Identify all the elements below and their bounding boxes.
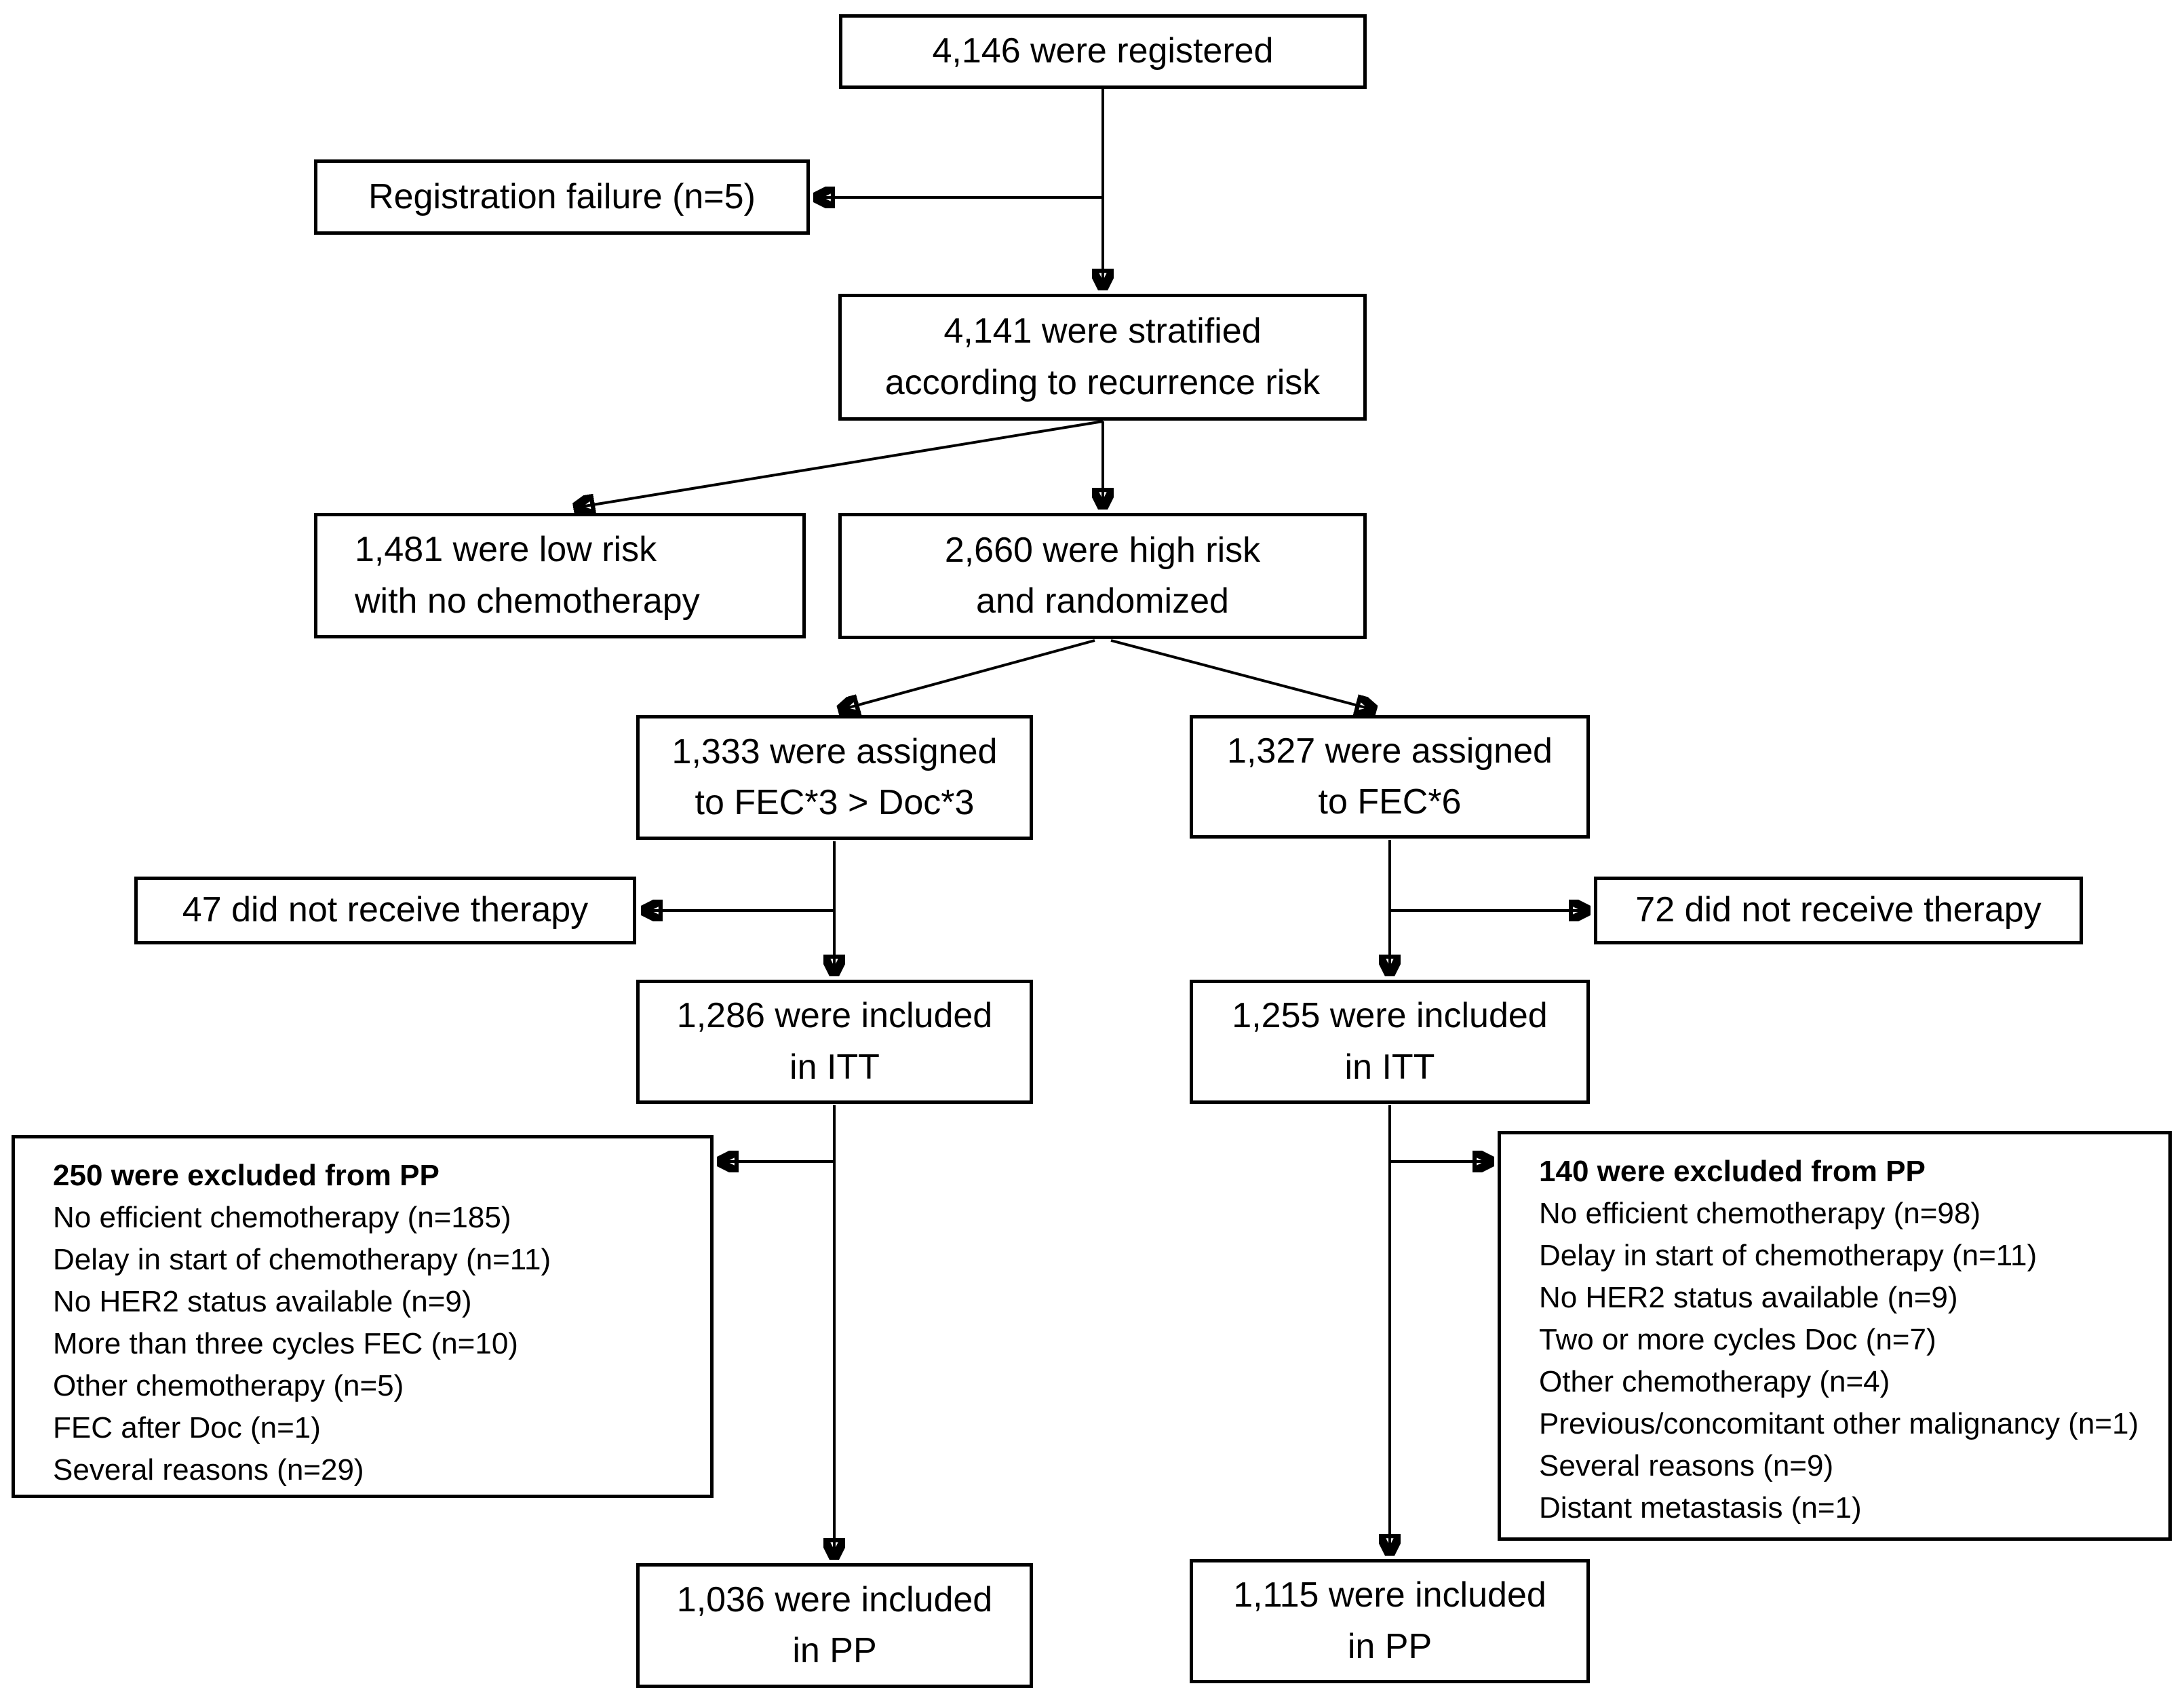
exclusion-reason: No HER2 status available (n=9) <box>1539 1281 1958 1314</box>
box-not-treated-left: 47 did not receive therapy <box>134 877 636 944</box>
box-itt-right: 1,255 were included in ITT <box>1190 980 1590 1104</box>
exclusion-reason: Other chemotherapy (n=4) <box>1539 1365 1890 1398</box>
exclusion-reason: Distant metastasis (n=1) <box>1539 1491 1862 1524</box>
box-excluded-left: 250 were excluded from PP No efficient c… <box>12 1135 714 1498</box>
exclusion-reason: No efficient chemotherapy (n=98) <box>1539 1197 1981 1230</box>
exclusion-reason: FEC after Doc (n=1) <box>53 1411 321 1444</box>
box-assigned-fec6: 1,327 were assigned to FEC*6 <box>1190 715 1590 839</box>
exclusion-reason: Several reasons (n=9) <box>1539 1449 1834 1482</box>
exclusion-reason: Other chemotherapy (n=5) <box>53 1369 404 1402</box>
excluded-right-title: 140 were excluded from PP <box>1539 1155 1926 1188</box>
box-assigned-fec3-doc3: 1,333 were assigned to FEC*3 > Doc*3 <box>636 715 1033 840</box>
box-pp-right: 1,115 were included in PP <box>1190 1559 1590 1683</box>
exclusion-reason: More than three cycles FEC (n=10) <box>53 1327 518 1360</box>
box-excluded-right: 140 were excluded from PP No efficient c… <box>1498 1131 2172 1541</box>
exclusion-reason: Two or more cycles Doc (n=7) <box>1539 1323 1936 1356</box>
box-registration-failure: Registration failure (n=5) <box>314 159 810 235</box>
excluded-left-title: 250 were excluded from PP <box>53 1159 440 1192</box>
box-itt-left: 1,286 were included in ITT <box>636 980 1033 1104</box>
box-registered: 4,146 were registered <box>839 14 1367 89</box>
connector-stratified-to-lowrisk <box>577 420 1104 507</box>
exclusion-reason: Delay in start of chemotherapy (n=11) <box>53 1243 551 1276</box>
box-pp-left: 1,036 were included in PP <box>636 1563 1033 1688</box>
box-low-risk: 1,481 were low risk with no chemotherapy <box>314 513 806 638</box>
box-not-treated-right: 72 did not receive therapy <box>1594 877 2083 944</box>
box-stratified: 4,141 were stratified according to recur… <box>838 294 1367 421</box>
exclusion-reason: No efficient chemotherapy (n=185) <box>53 1201 511 1234</box>
exclusion-reason: Delay in start of chemotherapy (n=11) <box>1539 1239 2037 1272</box>
exclusion-reason: Several reasons (n=29) <box>53 1453 364 1486</box>
connector-highrisk-to-assigned-left <box>841 639 1095 710</box>
box-high-risk: 2,660 were high risk and randomized <box>838 513 1367 639</box>
exclusion-reason: Previous/concomitant other malignancy (n… <box>1539 1407 2139 1440</box>
connector-highrisk-to-assigned-right <box>1110 639 1373 710</box>
exclusion-reason: No HER2 status available (n=9) <box>53 1285 472 1318</box>
